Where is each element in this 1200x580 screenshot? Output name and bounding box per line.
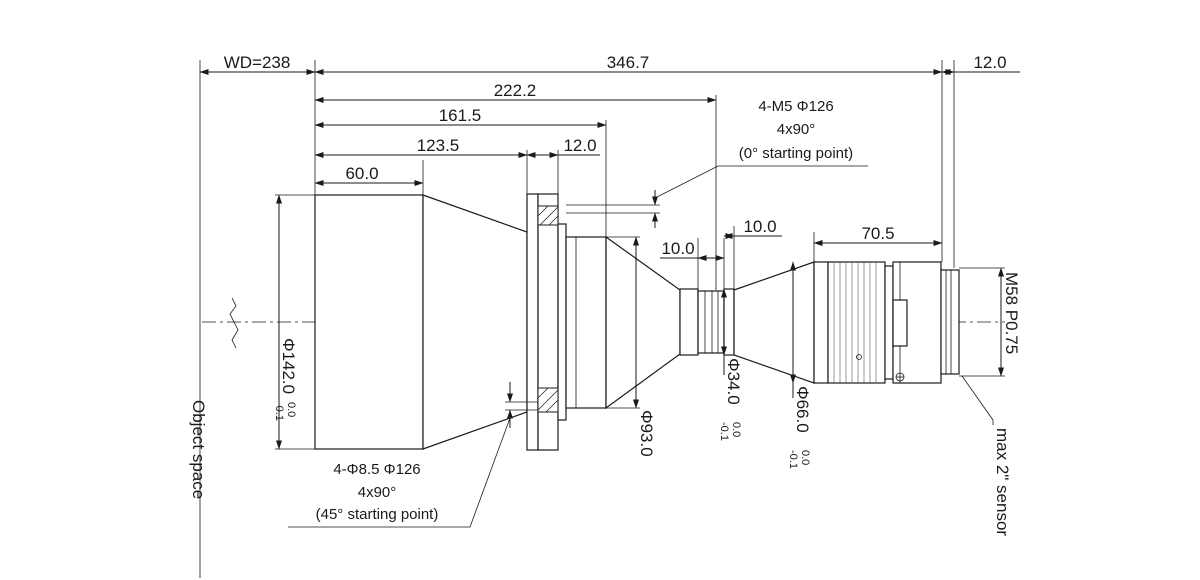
note-bottom-line3: (45° starting point) bbox=[316, 506, 439, 523]
set-screw-icon bbox=[856, 354, 862, 360]
dim-222: 222.2 bbox=[494, 81, 537, 100]
dim-sensor-offset: 12.0 bbox=[973, 53, 1006, 72]
dim-ring-b: 10.0 bbox=[743, 217, 776, 236]
dia-front-tol-lower: -0.1 bbox=[273, 402, 285, 421]
sensor-label-group: max 2" sensor bbox=[993, 428, 1012, 536]
horizontal-dimensions bbox=[199, 69, 1020, 261]
diameter-rear-label: Φ66.0 0.0 -0.1 bbox=[787, 386, 812, 469]
mounting-flange bbox=[526, 193, 567, 451]
diameter-waist-label: Φ34.0 0.0 -0.1 bbox=[718, 358, 743, 441]
mid-barrel bbox=[565, 236, 607, 409]
hole-notes: 4-M5 Φ126 4x90° (0° starting point) 4-Φ8… bbox=[316, 98, 854, 523]
dia-front-tol-upper: 0.0 bbox=[285, 402, 297, 417]
dia-front: Φ142.0 bbox=[279, 338, 298, 394]
extension-lines bbox=[199, 60, 1005, 578]
object-space-label-group: Object space bbox=[189, 400, 208, 499]
dim-total-length: 346.7 bbox=[607, 53, 650, 72]
dim-wd: WD=238 bbox=[224, 53, 291, 72]
note-top-line2: 4x90° bbox=[777, 121, 816, 138]
note-bottom-line1: 4-Φ8.5 Φ126 bbox=[333, 461, 420, 478]
dim-flange-thickness: 12.0 bbox=[563, 136, 596, 155]
dia-rear: Φ66.0 bbox=[793, 386, 812, 433]
axis-break-mark bbox=[229, 297, 239, 349]
diameter-mid-label: Φ93.0 bbox=[637, 410, 656, 457]
mount-thread: M58 P0.75 bbox=[1002, 272, 1021, 354]
dimension-labels: WD=238 346.7 12.0 222.2 161.5 123.5 12.0… bbox=[224, 53, 1007, 258]
dim-rear-section: 70.5 bbox=[861, 224, 894, 243]
mount-thread-label: M58 P0.75 bbox=[1002, 272, 1021, 354]
waist-taper bbox=[605, 235, 681, 410]
note-top-line3: (0° starting point) bbox=[739, 145, 853, 162]
object-space-label: Object space bbox=[189, 400, 208, 499]
dim-123: 123.5 bbox=[417, 136, 460, 155]
rear-barrel bbox=[813, 261, 960, 384]
dia-waist-tol-lower: -0.1 bbox=[718, 422, 730, 441]
vertical-dimensions bbox=[276, 194, 1004, 450]
dia-mid: Φ93.0 bbox=[637, 410, 656, 457]
note-top-line1: 4-M5 Φ126 bbox=[758, 98, 833, 115]
dim-ring-a: 10.0 bbox=[661, 239, 694, 258]
note-bottom-line2: 4x90° bbox=[358, 484, 397, 501]
dim-front-barrel: 60.0 bbox=[345, 164, 378, 183]
dia-rear-tol-lower: -0.1 bbox=[787, 450, 799, 469]
rear-taper bbox=[733, 261, 815, 384]
sensor-label: max 2" sensor bbox=[993, 428, 1012, 536]
dia-rear-tol-upper: 0.0 bbox=[799, 450, 811, 465]
lens-body bbox=[314, 193, 960, 451]
front-taper bbox=[422, 194, 528, 450]
dia-waist-tol-upper: 0.0 bbox=[730, 422, 742, 437]
dia-waist: Φ34.0 bbox=[724, 358, 743, 405]
dim-161: 161.5 bbox=[439, 106, 482, 125]
waist-rings bbox=[679, 288, 735, 356]
leaders bbox=[288, 165, 994, 528]
diameter-front-label: Φ142.0 0.0 -0.1 bbox=[273, 338, 298, 421]
front-barrel bbox=[314, 194, 424, 450]
